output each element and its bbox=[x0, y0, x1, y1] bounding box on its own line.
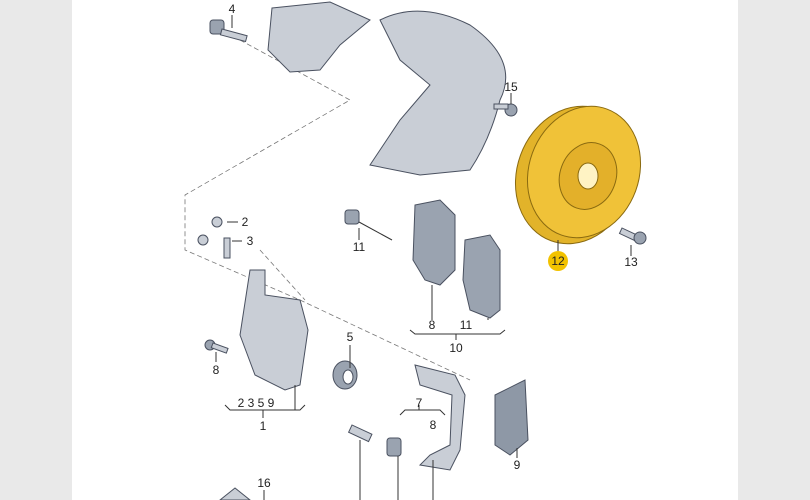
wear-sensor-11[interactable] bbox=[344, 209, 393, 241]
brake-pad-inner[interactable] bbox=[412, 199, 456, 286]
label-7[interactable]: 7 bbox=[416, 396, 423, 410]
label-2-3-5-9[interactable]: 2 3 5 9 bbox=[238, 396, 275, 410]
label-10[interactable]: 10 bbox=[449, 341, 463, 355]
steering-knuckle[interactable] bbox=[267, 1, 371, 73]
brake-pad-outer[interactable] bbox=[462, 234, 501, 319]
guide-line bbox=[259, 249, 306, 301]
brake-caliper[interactable] bbox=[239, 269, 309, 391]
label-9[interactable]: 9 bbox=[514, 458, 521, 472]
label-1[interactable]: 1 bbox=[260, 419, 267, 433]
label-3[interactable]: 3 bbox=[247, 234, 254, 248]
parts-diagram-canvas bbox=[72, 0, 738, 500]
label-11[interactable]: 11 bbox=[460, 318, 473, 332]
label-8[interactable]: 8 bbox=[430, 418, 437, 432]
bolt-13[interactable] bbox=[618, 227, 647, 245]
label-16[interactable]: 16 bbox=[257, 476, 271, 490]
bolt-4[interactable] bbox=[209, 19, 248, 43]
label-15[interactable]: 15 bbox=[504, 80, 518, 94]
label-5[interactable]: 5 bbox=[347, 330, 354, 344]
label-12[interactable]: 12 bbox=[551, 254, 565, 268]
caliper-cover-9[interactable] bbox=[494, 379, 529, 456]
label-13[interactable]: 13 bbox=[624, 255, 638, 269]
label-2[interactable]: 2 bbox=[242, 215, 249, 229]
part-16[interactable] bbox=[219, 487, 251, 500]
bleeder-screw-3[interactable] bbox=[223, 237, 231, 259]
caliper-carrier[interactable] bbox=[414, 364, 466, 471]
guide-pin[interactable] bbox=[347, 424, 373, 443]
label-11[interactable]: 11 bbox=[353, 240, 366, 254]
bolt-8[interactable] bbox=[204, 339, 229, 354]
guide-bush[interactable] bbox=[386, 437, 402, 457]
label-4[interactable]: 4 bbox=[229, 2, 236, 16]
bleeder-valve-2[interactable] bbox=[197, 216, 223, 246]
guide-line bbox=[184, 39, 471, 381]
label-8[interactable]: 8 bbox=[429, 318, 436, 332]
brake-disc-12[interactable] bbox=[497, 89, 659, 260]
seal-5[interactable] bbox=[332, 360, 358, 390]
splash-shield[interactable] bbox=[369, 10, 507, 176]
highlight-badge-12 bbox=[548, 251, 568, 271]
label-8[interactable]: 8 bbox=[213, 363, 220, 377]
